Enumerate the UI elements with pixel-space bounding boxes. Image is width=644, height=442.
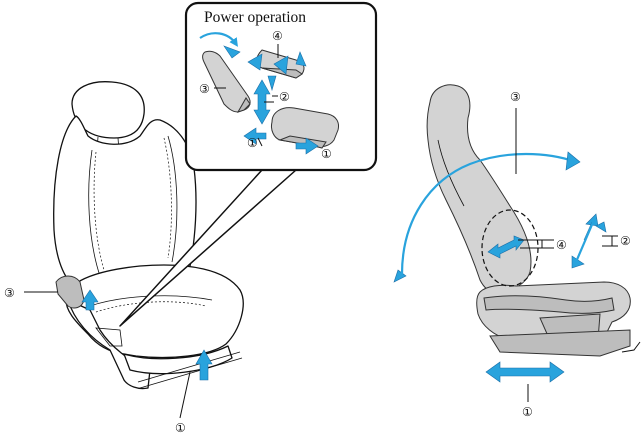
label-inset-2: ② [279, 90, 290, 104]
label-inset-1b: ① [321, 147, 332, 161]
lumbar-arrow-right [273, 55, 289, 75]
label-left-3: ③ [4, 286, 15, 300]
slide-arrow-forward [295, 137, 319, 155]
label-right-1: ① [522, 405, 533, 419]
lumbar-arrow-left [247, 53, 263, 71]
callout-labels: ③ ① ③ ④ ② ① ① ③ ④ ② ① [4, 29, 631, 435]
left-slide-arrow [195, 349, 213, 381]
right-slide-arrow [485, 361, 565, 383]
left-seat-backrest [53, 115, 197, 291]
inset-title: Power operation [204, 9, 306, 26]
power-operation-inset: Power operation [184, 1, 378, 172]
label-inset-3: ③ [199, 82, 210, 96]
label-right-3: ③ [510, 90, 521, 104]
right-seat-illustration [393, 84, 641, 383]
label-right-4: ④ [556, 238, 567, 252]
callout-pointer [119, 169, 297, 327]
label-right-2: ② [620, 234, 631, 248]
label-left-1: ① [175, 421, 186, 435]
lift-arrow [253, 79, 271, 125]
recline-arc-arrow [393, 269, 407, 283]
left-seat-cushion [65, 264, 244, 359]
left-seat-illustration [53, 81, 244, 390]
right-seat-backrest [426, 84, 532, 293]
left-seat-headrest [71, 81, 145, 139]
leader-lines [24, 44, 618, 419]
label-inset-4: ④ [272, 29, 283, 43]
slide-arrow-back [243, 127, 267, 145]
recline-arrow-top [199, 32, 238, 47]
left-recline-arrow [81, 289, 99, 311]
label-inset-1a: ① [247, 136, 258, 150]
